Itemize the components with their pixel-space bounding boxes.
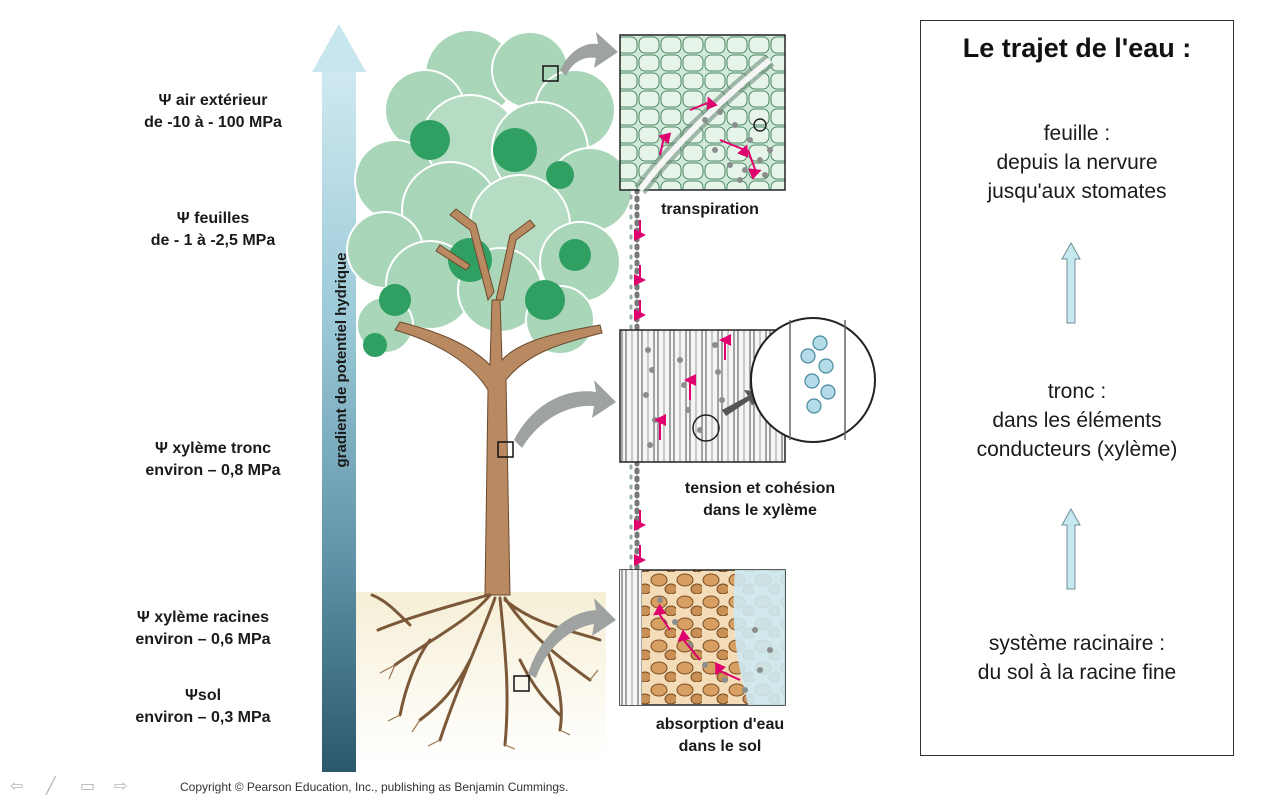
zoom-arrow-leaf	[560, 32, 618, 76]
soil	[356, 592, 606, 762]
step-trunk: tronc : dans les éléments conducteurs (x…	[976, 380, 1178, 461]
root-zoom-marker	[513, 675, 530, 692]
trunk-detail-panel	[619, 317, 876, 463]
step-leaf: feuille : depuis la nervure jusqu'aux st…	[987, 122, 1167, 203]
gradient-label: gradient de potentiel hydrique	[333, 252, 350, 467]
psi-air-label: Ψ air extérieur de -10 à - 100 MPa	[144, 92, 282, 131]
leaf-zoom-marker	[542, 65, 559, 82]
next-slide-icon[interactable]: ⇨	[114, 778, 128, 795]
psi-leaves-label: Ψ feuilles de - 1 à -2,5 MPa	[150, 210, 276, 249]
tree-diagram: gradient de potentiel hydrique	[312, 24, 876, 772]
tree-canopy	[346, 29, 633, 357]
copyright-notice: Copyright © Pearson Education, Inc., pub…	[180, 780, 569, 794]
step-roots: système racinaire : du sol à la racine f…	[977, 632, 1177, 684]
zoom-arrow-trunk	[514, 380, 616, 448]
psi-soil-label: Ψsol environ – 0,3 MPa	[135, 687, 271, 726]
caption-absorption: absorption d'eau dans le sol	[655, 716, 785, 755]
prev-slide-icon[interactable]: ⇦	[10, 778, 24, 795]
caption-tension-cohesion: tension et cohésion dans le xylème	[684, 480, 836, 519]
psi-root-xylem-label: Ψ xylème racines environ – 0,6 MPa	[135, 609, 271, 648]
up-arrow-icon	[1061, 241, 1081, 324]
leaf-detail-panel	[619, 34, 786, 195]
up-arrow-icon	[1061, 507, 1081, 590]
caption-transpiration: transpiration	[661, 201, 759, 218]
zoom-arrow-root	[528, 598, 616, 678]
water-path-panel: Le trajet de l'eau : feuille : depuis la…	[920, 20, 1234, 756]
root-detail-panel	[619, 569, 786, 706]
trunk-zoom-marker	[497, 441, 514, 458]
pen-tool-icon[interactable]: ╱	[46, 778, 56, 795]
psi-trunk-xylem-label: Ψ xylème tronc environ – 0,8 MPa	[145, 440, 281, 479]
panel-title: Le trajet de l'eau :	[962, 33, 1192, 63]
gradient-arrow	[312, 24, 366, 772]
menu-icon[interactable]: ▭	[80, 778, 96, 795]
